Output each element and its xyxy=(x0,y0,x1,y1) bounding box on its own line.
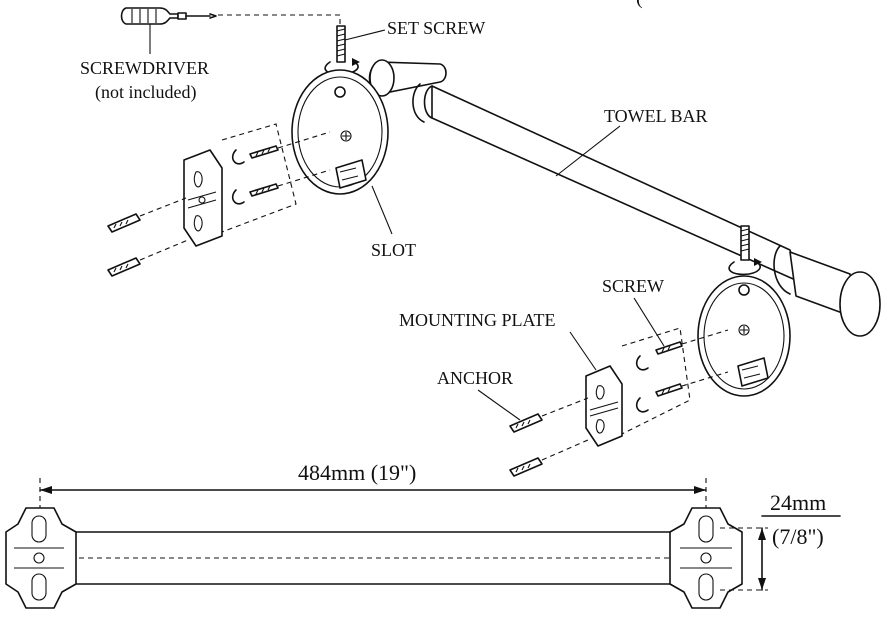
mounting-plate-label: MOUNTING PLATE xyxy=(399,310,556,330)
dimension-drawing xyxy=(5,478,841,609)
anchor-label: ANCHOR xyxy=(437,368,513,388)
screwdriver-icon xyxy=(120,7,217,25)
towel-bar-label: TOWEL BAR xyxy=(604,106,708,126)
screwdriver-label: SCREWDRIVER xyxy=(80,58,209,78)
right-escutcheon xyxy=(697,275,791,397)
screwdriver-note: (not included) xyxy=(95,82,196,103)
set-screw-icon xyxy=(336,25,346,63)
set-screw-icon-right xyxy=(740,225,750,261)
set-screw-label: SET SCREW xyxy=(387,18,485,38)
screw-icon-right xyxy=(655,341,683,397)
towel-bar xyxy=(368,59,881,337)
length-dimension: 484mm (19") xyxy=(298,460,416,485)
offset-dimension-mm: 24mm xyxy=(770,490,826,515)
screw-icon xyxy=(249,145,279,197)
slot-label: SLOT xyxy=(371,240,416,260)
anchor-icon xyxy=(107,213,141,277)
offset-dimension-in: (7/8") xyxy=(772,524,824,549)
header-fragment: ( xyxy=(636,0,643,9)
left-escutcheon xyxy=(291,69,389,195)
screw-label: SCREW xyxy=(602,276,664,296)
anchor-icon-right xyxy=(509,413,543,477)
mounting-plate-icon-right xyxy=(585,365,623,447)
mounting-plate-icon xyxy=(183,149,223,247)
